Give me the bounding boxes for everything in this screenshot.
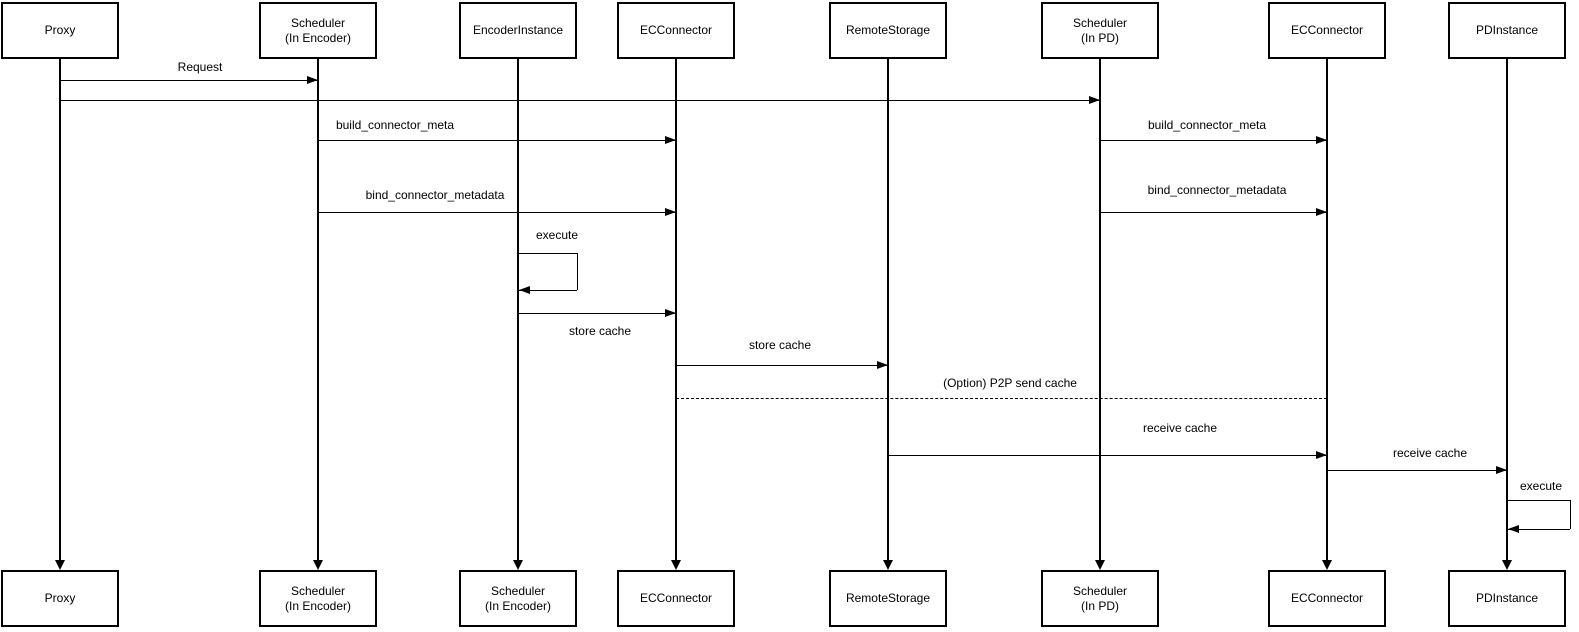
lifeline-scheduler-encoder [317, 59, 319, 561]
lifeline-end-arrow-ecconnector-right [1322, 560, 1332, 570]
actor-box-bottom-pd-instance: PDInstance [1448, 570, 1566, 627]
message-arrowhead-0 [307, 76, 318, 84]
self-loop-right-1 [1570, 500, 1571, 529]
message-line-1 [60, 100, 1100, 101]
lifeline-end-arrow-proxy [55, 560, 65, 570]
actor-box-top-ecconnector-left: ECConnector [617, 2, 735, 59]
actor-box-top-scheduler-pd: Scheduler (In PD) [1041, 2, 1159, 59]
message-line-0 [60, 80, 318, 81]
self-loop-top-1 [1507, 500, 1570, 501]
lifeline-ecconnector-left [675, 59, 677, 561]
message-line-4 [318, 212, 676, 213]
message-arrowhead-10 [1496, 466, 1507, 474]
message-arrowhead-2 [665, 136, 676, 144]
actor-box-top-scheduler-encoder: Scheduler (In Encoder) [259, 2, 377, 59]
message-arrowhead-5 [1316, 208, 1327, 216]
lifeline-end-arrow-remote-storage [883, 560, 893, 570]
self-loop-bottom-1 [1507, 529, 1570, 530]
actor-box-top-proxy: Proxy [1, 2, 119, 59]
message-label-0: Request [177, 60, 223, 74]
message-label-6: store cache [568, 324, 632, 338]
lifeline-encoder-instance [517, 59, 519, 561]
self-loop-label-1: execute [1519, 479, 1563, 493]
message-line-3 [1100, 140, 1327, 141]
message-arrowhead-7 [877, 361, 888, 369]
actor-box-bottom-scheduler-encoder: Scheduler (In Encoder) [259, 570, 377, 627]
message-line-9 [888, 455, 1327, 456]
actor-box-top-pd-instance: PDInstance [1448, 2, 1566, 59]
lifeline-ecconnector-right [1326, 59, 1328, 561]
lifeline-remote-storage [887, 59, 889, 561]
message-label-3: build_connector_meta [1147, 118, 1267, 132]
actor-box-top-remote-storage: RemoteStorage [829, 2, 947, 59]
message-arrowhead-9 [1316, 451, 1327, 459]
actor-box-top-ecconnector-right: ECConnector [1268, 2, 1386, 59]
actor-box-top-encoder-instance: EncoderInstance [459, 2, 577, 59]
actor-box-bottom-ecconnector-right: ECConnector [1268, 570, 1386, 627]
message-label-2: build_connector_meta [335, 118, 455, 132]
message-arrowhead-6 [665, 309, 676, 317]
message-line-7 [676, 365, 888, 366]
actor-box-bottom-encoder-instance: Scheduler (In Encoder) [459, 570, 577, 627]
self-loop-right-0 [577, 253, 578, 290]
lifeline-scheduler-pd [1099, 59, 1101, 561]
message-arrowhead-1 [1089, 96, 1100, 104]
self-loop-bottom-0 [518, 290, 577, 291]
self-loop-top-0 [518, 253, 577, 254]
message-label-9: receive cache [1142, 421, 1218, 435]
lifeline-end-arrow-pd-instance [1502, 560, 1512, 570]
message-label-5: bind_connector_metadata [1147, 183, 1287, 197]
message-arrowhead-3 [1316, 136, 1327, 144]
lifeline-proxy [59, 59, 61, 561]
actor-box-bottom-remote-storage: RemoteStorage [829, 570, 947, 627]
message-arrowhead-4 [665, 208, 676, 216]
message-line-5 [1100, 212, 1327, 213]
lifeline-end-arrow-ecconnector-left [671, 560, 681, 570]
message-line-2 [318, 140, 676, 141]
lifeline-pd-instance [1506, 59, 1508, 561]
lifeline-end-arrow-encoder-instance [513, 560, 523, 570]
self-loop-arrowhead-1 [1508, 525, 1519, 533]
actor-box-bottom-proxy: Proxy [1, 570, 119, 627]
message-label-10: receive cache [1392, 446, 1468, 460]
actor-box-bottom-ecconnector-left: ECConnector [617, 570, 735, 627]
message-line-10 [1327, 470, 1507, 471]
message-label-8: (Option) P2P send cache [943, 376, 1077, 390]
message-label-7: store cache [748, 338, 812, 352]
self-loop-arrowhead-0 [519, 286, 530, 294]
message-line-6 [518, 313, 676, 314]
lifeline-end-arrow-scheduler-pd [1095, 560, 1105, 570]
self-loop-label-0: execute [535, 228, 579, 242]
message-label-4: bind_connector_metadata [365, 188, 505, 202]
lifeline-end-arrow-scheduler-encoder [313, 560, 323, 570]
actor-box-bottom-scheduler-pd: Scheduler (In PD) [1041, 570, 1159, 627]
message-line-8 [676, 398, 1327, 399]
